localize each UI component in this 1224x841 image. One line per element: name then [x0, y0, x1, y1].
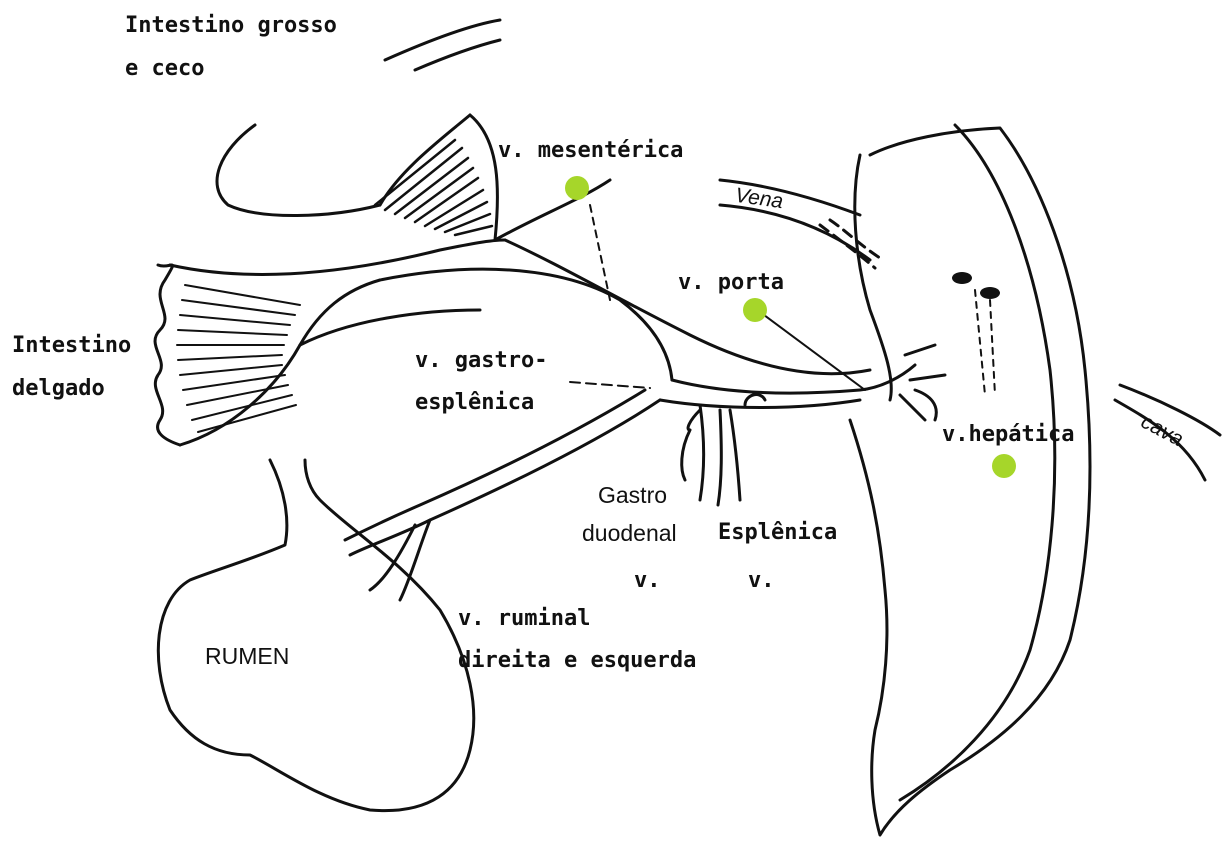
splenic-vein — [730, 395, 765, 500]
small-intestine-outline — [155, 265, 180, 445]
small-intestine-lower-edge — [180, 280, 380, 445]
label-esplenica-v: v. — [748, 570, 775, 592]
liver-inner-edge — [900, 125, 1055, 800]
hepatic-dot-2 — [980, 287, 1000, 299]
marker-hepatica — [992, 454, 1016, 478]
label-esplenica: Esplênica — [718, 522, 837, 544]
label-mesenterica: v. mesentérica — [498, 140, 683, 162]
label-gastro-duodenal-line1: Gastro — [598, 484, 667, 507]
hepatic-branches — [900, 345, 945, 420]
label-gastro-duodenal-v: v. — [634, 570, 661, 592]
label-rumen: RUMEN — [205, 645, 289, 668]
label-intestino-delgado-line2: delgado — [12, 378, 105, 400]
label-intestino-grosso-line2: e ceco — [125, 58, 204, 80]
large-intestine-outline — [217, 20, 500, 216]
label-intestino-delgado-line1: Intestino — [12, 335, 131, 357]
label-gastro-duodenal-line2: duodenal — [582, 522, 677, 545]
large-intestine-lower — [380, 115, 497, 240]
mesenteric-fan-small — [177, 285, 300, 432]
gastroduodenal-curl — [682, 410, 700, 480]
leader-porta — [760, 312, 865, 390]
gastro-splenic-vein-bottom — [300, 310, 480, 345]
marker-mesenterica — [565, 176, 589, 200]
label-gastro-esplenica-line2: esplênica — [415, 392, 534, 414]
label-porta: v. porta — [678, 272, 784, 294]
leader-hepatica — [975, 290, 995, 395]
mesenteric-vein-upper — [495, 180, 610, 240]
label-hepatica: v.hepática — [942, 424, 1074, 446]
label-ruminal-line1: v. ruminal — [458, 608, 590, 630]
label-gastro-esplenica-line1: v. gastro- — [415, 350, 547, 372]
marker-porta — [743, 298, 767, 322]
label-intestino-grosso-line1: Intestino grosso — [125, 15, 337, 37]
leader-gastro — [570, 382, 650, 388]
liver-lower-fold — [855, 155, 892, 400]
hepatic-dot-1 — [952, 272, 972, 284]
portal-trunk-lower — [660, 400, 860, 408]
label-ruminal-line2: direita e esquerda — [458, 650, 696, 672]
gastroduodenal-vein — [700, 405, 721, 505]
rumen-outline — [158, 460, 473, 811]
